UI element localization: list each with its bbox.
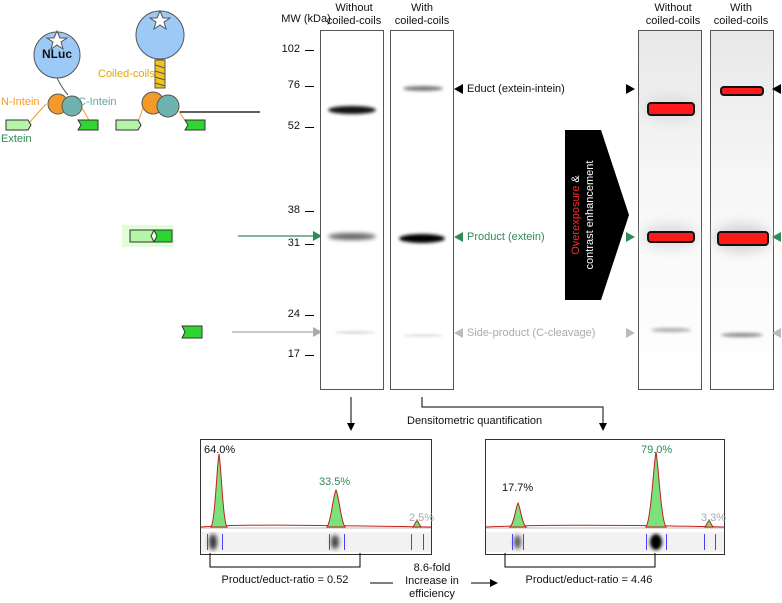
right-educt-pct: 17.7% (502, 482, 534, 494)
densitometry-right: 17.7% 79.0% 3.3% (485, 439, 727, 555)
star-icon (45, 29, 69, 51)
mw-marker: 24 (287, 308, 300, 320)
product-label: Product (extein) (467, 231, 545, 243)
construct-schematic (5, 9, 260, 131)
c-intein-shape (61, 95, 83, 117)
construct-without-coiled-coils (5, 29, 99, 131)
nluc-label: NLuc (42, 47, 72, 61)
right-product-pct: 79.0% (641, 444, 673, 456)
blot-lane-without (320, 30, 384, 390)
col-with-header: With coiled-coils (394, 2, 450, 27)
enhancement-arrow (565, 130, 629, 300)
right-col-with-header: With coiled-coils (713, 2, 769, 27)
enhanced-lane-with (710, 30, 774, 390)
mw-marker: 76 (287, 79, 300, 91)
left-side-pct: 2.5% (409, 512, 435, 524)
extein-c-shape (77, 119, 99, 131)
left-ratio: Product/educt-ratio = 0.52 (200, 574, 370, 587)
mw-marker: 38 (287, 204, 300, 216)
mw-marker: 102 (281, 43, 300, 55)
right-ratio: Product/educt-ratio = 4.46 (504, 574, 674, 587)
fold-increase: 8.6-fold Increase in efficiency (393, 562, 471, 601)
left-educt-pct: 64.0% (204, 444, 236, 456)
extein-n-shape (5, 119, 32, 131)
star-icon (148, 9, 172, 31)
educt-label: Educt (extein-intein) (467, 83, 565, 95)
enhancement-text: Overexposure & contrast enhancement (570, 160, 596, 270)
overexposure-word: Overexposure (570, 185, 582, 255)
c-intein-label: C-Intein (78, 96, 117, 108)
coiled-coils-label: Coiled-coils (98, 68, 155, 80)
construct-with-coiled-coils (115, 9, 206, 131)
densitometric-title: Densitometric quantification (405, 415, 545, 428)
extein-label: Extein (1, 133, 32, 145)
mw-marker: 31 (287, 237, 300, 249)
left-product-pct: 33.5% (319, 476, 351, 488)
right-side-pct: 3.3% (701, 512, 727, 524)
product-arrows (122, 225, 322, 339)
mw-marker: 52 (287, 120, 300, 132)
n-intein-label: N-Intein (1, 96, 40, 108)
mw-marker: 17 (287, 348, 300, 360)
densitometry-left: 64.0% 33.5% 2.5% (200, 439, 435, 555)
mw-header: MW (kDa) (281, 13, 331, 25)
blot-lane-with (390, 30, 454, 390)
col-without-header: Without coiled-coils (326, 2, 382, 27)
right-col-without-header: Without coiled-coils (645, 2, 701, 27)
enhanced-lane-without (638, 30, 702, 390)
side-product-label: Side-product (C-cleavage) (467, 327, 596, 339)
